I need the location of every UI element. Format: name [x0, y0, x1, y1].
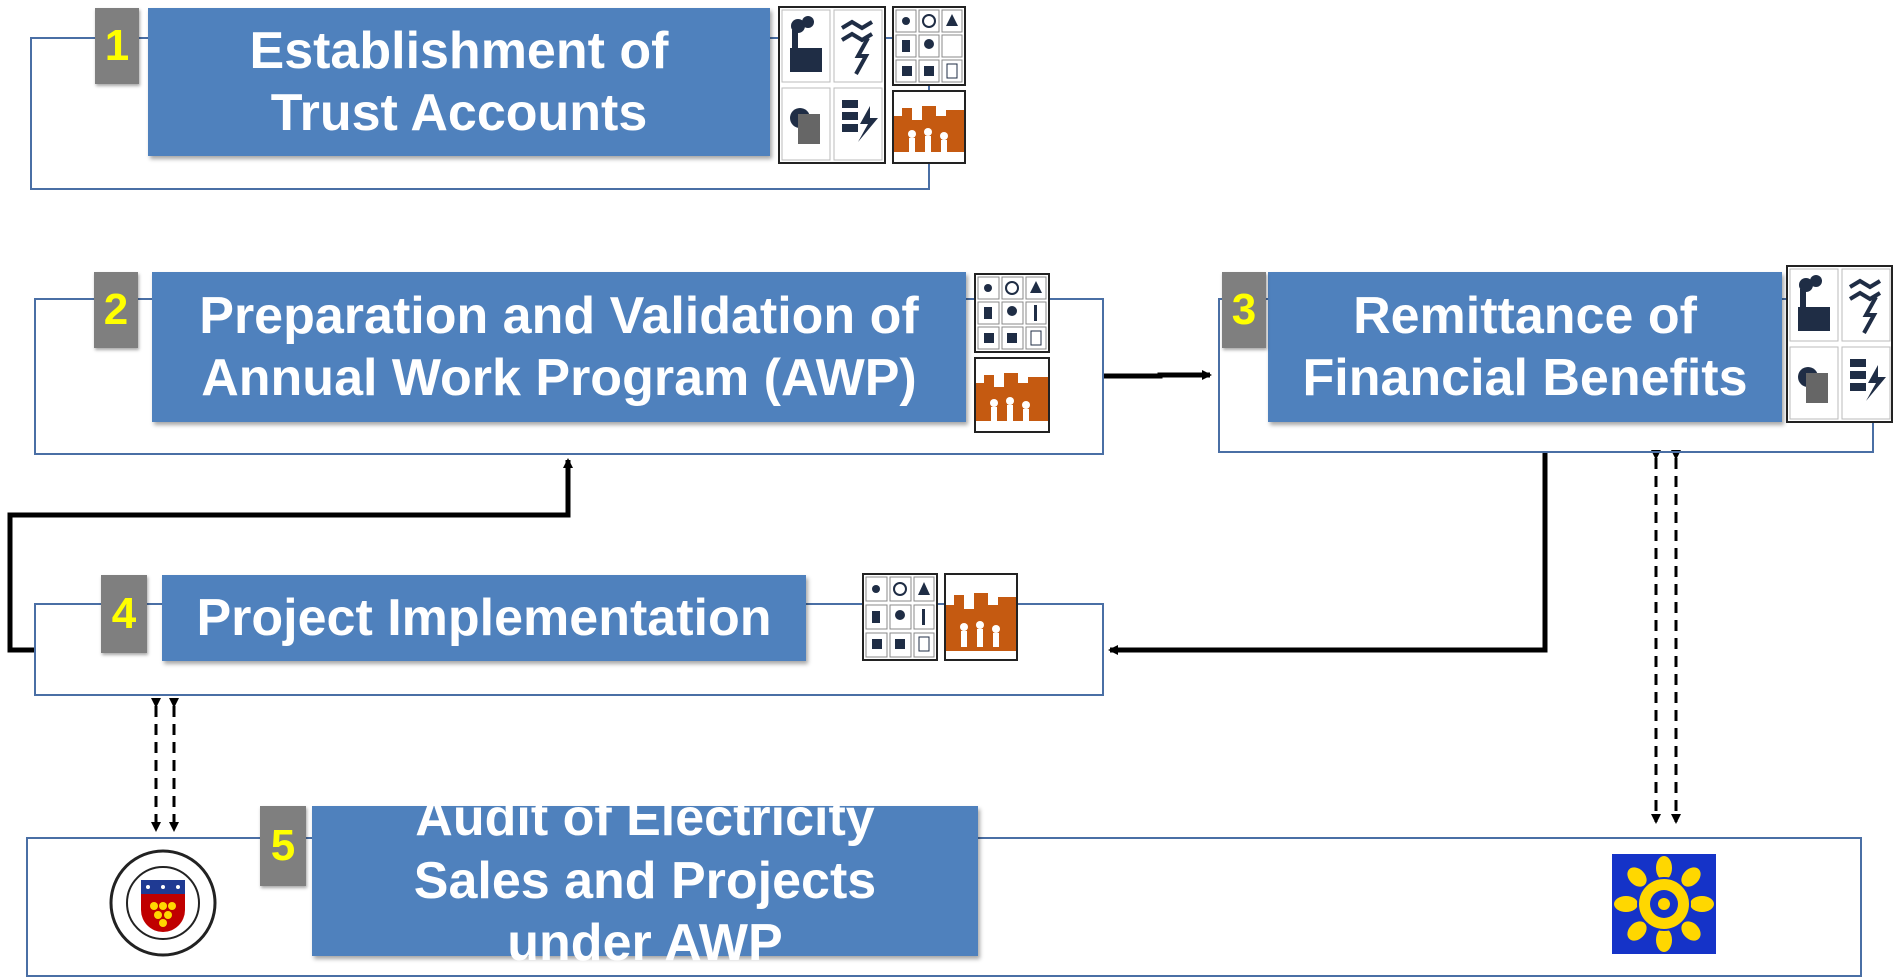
- audit-link-right: [1651, 450, 1681, 824]
- factory-icon: [790, 16, 822, 72]
- lightning-icon: [840, 19, 874, 75]
- safety-icons-grid: [862, 573, 938, 661]
- community-icon: [892, 90, 966, 164]
- commission-on-audit-seal-icon: [108, 848, 218, 958]
- step-3-number: 3: [1222, 272, 1266, 348]
- solar-panel-icon: [790, 108, 820, 144]
- safety-icons-grid: [892, 6, 966, 86]
- community-icon: [974, 357, 1050, 433]
- department-of-energy-seal-icon: [1612, 854, 1716, 954]
- step-1-number: 1: [95, 8, 139, 84]
- step-5-title: Audit of Electricity Sales and Projects …: [312, 789, 978, 972]
- step-4-number: 4: [101, 575, 147, 653]
- energy-icons-grid: [778, 6, 886, 164]
- step-4-title: Project Implementation: [162, 575, 806, 661]
- energy-icons-grid: [1786, 265, 1893, 423]
- arrow-2-to-3: [1103, 370, 1212, 380]
- battery-bolt-icon: [842, 100, 878, 142]
- step-2-number: 2: [94, 272, 138, 348]
- arrow-3-to-4: [1108, 452, 1548, 655]
- audit-link-left: [151, 698, 179, 832]
- step-1-title: Establishment of Trust Accounts: [148, 8, 770, 156]
- community-icon: [944, 573, 1018, 661]
- safety-icons-grid: [974, 273, 1050, 353]
- step-2-title: Preparation and Validation of Annual Wor…: [152, 272, 966, 422]
- step-3-title: Remittance of Financial Benefits: [1268, 272, 1782, 422]
- arrow-4-to-2: [7, 458, 573, 653]
- step-5-number: 5: [260, 806, 306, 886]
